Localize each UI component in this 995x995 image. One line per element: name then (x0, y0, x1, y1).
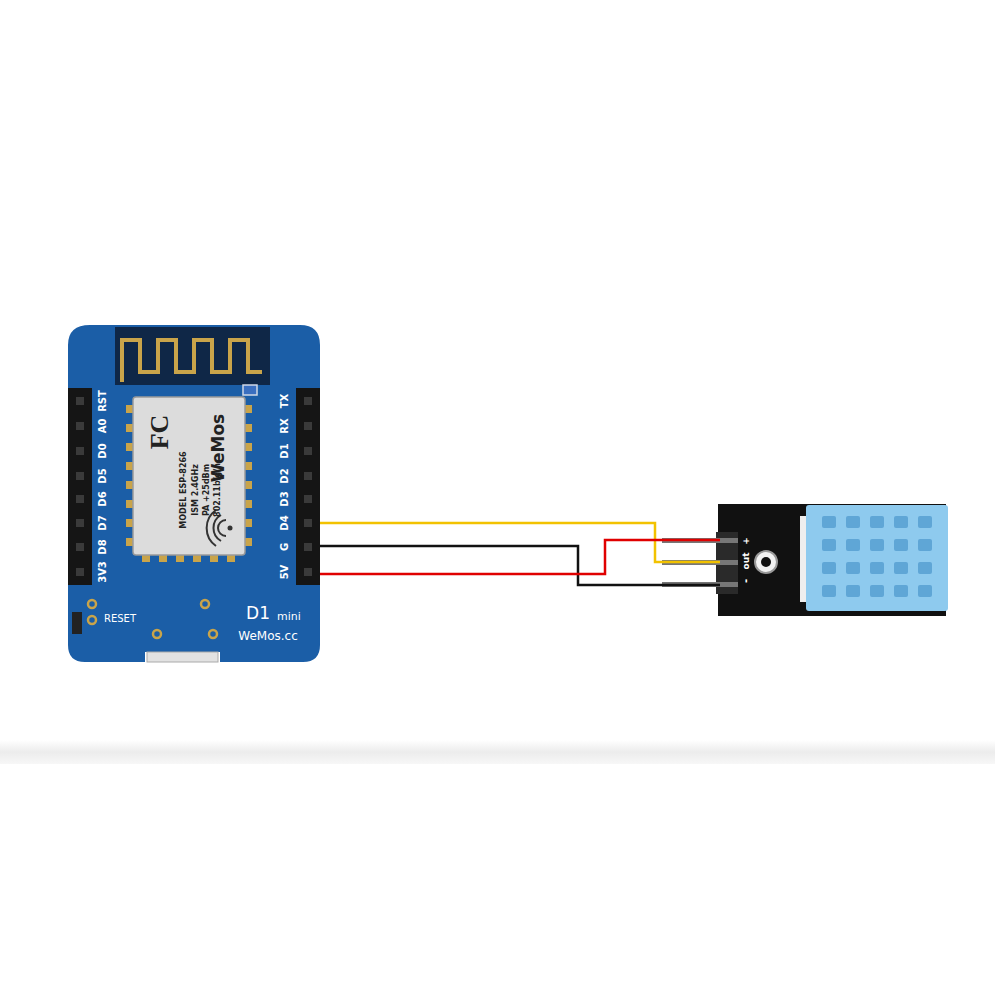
antenna-area (115, 327, 270, 385)
sensor-pin-label: + (742, 537, 751, 545)
pin-label: D4 (280, 515, 290, 530)
pin-header-left (68, 388, 92, 585)
sensor-pin-label: - (741, 579, 751, 583)
board-marking: 802.11b/g/n (214, 463, 222, 517)
reset-button (72, 612, 82, 634)
sensor-pin-label: out (742, 553, 751, 570)
header-pins (76, 397, 312, 576)
board-marking: RESET (104, 614, 136, 624)
board-marking: FC (147, 415, 173, 450)
board-marking: MODEL ESP-8266 (180, 451, 188, 528)
board-marking: PA +25dBm (203, 464, 211, 516)
board-marking: D1 (246, 605, 270, 622)
wire-power (320, 540, 720, 574)
wire-data (320, 523, 720, 562)
separator-band (0, 740, 995, 764)
pin-label: A0 (98, 419, 108, 434)
pin-label: D8 (98, 539, 108, 554)
pin-label: D6 (98, 491, 108, 506)
wifi-dot (228, 526, 233, 531)
pcb-antenna (122, 340, 262, 382)
pin-label: TX (280, 394, 290, 409)
led (243, 385, 257, 395)
pin-label: G (280, 543, 290, 551)
pin-label: D2 (280, 468, 290, 483)
mount-holes (88, 600, 217, 638)
sensor-grill (822, 516, 932, 597)
pin-label: RST (98, 390, 108, 412)
wire-ground (320, 546, 720, 585)
usb-port (147, 652, 218, 662)
dht11-housing (806, 505, 948, 611)
board-marking: ISM 2.4GHz (192, 464, 200, 516)
pin-label: D5 (98, 468, 108, 483)
pin-label: D1 (280, 443, 290, 458)
board-marking: WeMos.cc (238, 630, 298, 642)
pin-label: D3 (280, 491, 290, 506)
board-marking: mini (277, 611, 301, 622)
pin-label: 5V (280, 565, 290, 580)
pin-label: D7 (98, 515, 108, 530)
esp-shield (133, 397, 245, 555)
mounting-hole (755, 551, 777, 573)
pin-header-right (296, 388, 320, 585)
board-pcb (68, 325, 320, 662)
pin-label: RX (280, 418, 290, 433)
pin-label: D0 (98, 443, 108, 458)
pin-label: 3V3 (98, 561, 108, 583)
mounting-hole-center (761, 557, 771, 567)
